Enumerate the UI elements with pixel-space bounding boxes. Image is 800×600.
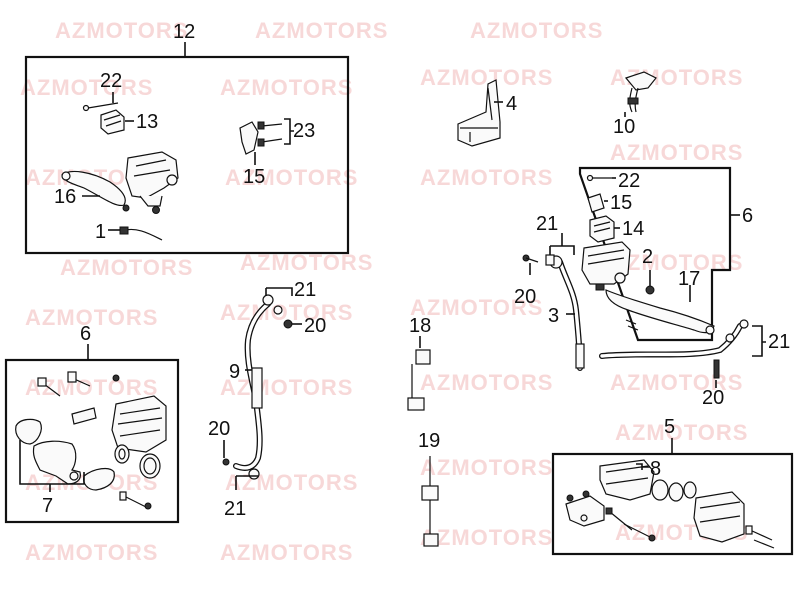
callout-17: 17 [678, 268, 700, 290]
callout-4: 4 [506, 93, 517, 115]
part-17-brake-lever [605, 289, 715, 335]
callout-16: 16 [54, 186, 76, 208]
callout-20: 20 [208, 418, 230, 440]
callout-21: 21 [768, 331, 790, 353]
part-caliper-body [693, 491, 745, 543]
part-caliper-pins [37, 371, 120, 397]
part-22-screw [586, 174, 612, 182]
watermark: AZMOTORS [610, 140, 743, 165]
callout-22: 22 [100, 70, 122, 92]
watermark: AZMOTORS [420, 165, 553, 190]
callout-6: 6 [742, 205, 753, 227]
callout-21: 21 [224, 498, 246, 520]
callout-6: 6 [80, 323, 91, 345]
part-18-banjo-bolt-set [407, 349, 431, 411]
callout-20: 20 [514, 286, 536, 308]
group-12-left-master-cylinder: 12 22 13 23 15 [24, 21, 350, 255]
callout-21: 21 [536, 213, 558, 235]
watermark: AZMOTORS [25, 540, 158, 565]
part-pad-set [651, 479, 697, 502]
part-16-brake-lever [61, 170, 126, 207]
part-23-bracket [239, 121, 283, 155]
callout-5: 5 [664, 416, 675, 438]
callout-18: 18 [409, 315, 431, 337]
part-caliper-bracket [565, 495, 605, 527]
watermark: AZMOTORS [20, 75, 153, 100]
part-15-bushing [587, 193, 605, 213]
part-3-brake-hose [522, 254, 585, 371]
callout-7: 7 [42, 495, 53, 517]
watermark: AZMOTORS [255, 18, 388, 43]
part-22-screw [82, 102, 119, 112]
callout-2: 2 [642, 246, 653, 268]
callout-15: 15 [243, 166, 265, 188]
part-brake-pad-1 [15, 418, 42, 445]
watermark: AZMOTORS [225, 470, 358, 495]
callout-9: 9 [229, 361, 240, 383]
group-6-frame [4, 358, 180, 524]
part-9-brake-hose [222, 294, 293, 480]
part-seal-ring [114, 444, 130, 464]
watermark: AZMOTORS [225, 165, 358, 190]
part-10-switch [624, 71, 657, 113]
part-master-cylinder-body [122, 151, 179, 214]
callout-3: 3 [548, 305, 559, 327]
watermark: AZMOTORS [420, 370, 553, 395]
watermark: AZMOTORS [220, 375, 353, 400]
part-brake-hose-right [599, 319, 749, 379]
callout-19: 19 [418, 430, 440, 452]
watermark: AZMOTORS [240, 250, 373, 275]
callout-8: 8 [650, 458, 661, 480]
watermark: AZMOTORS [220, 540, 353, 565]
watermark: AZMOTORS [25, 375, 158, 400]
callout-1: 1 [95, 221, 106, 243]
part-caliper-bolt [119, 491, 152, 510]
watermark: AZMOTORS [60, 255, 193, 280]
callout-13: 13 [136, 111, 158, 133]
group-6-right-master-cylinder: 6 22 15 14 2 [578, 166, 753, 342]
watermark: AZMOTORS [25, 305, 158, 330]
part-8-caliper-half [599, 459, 655, 501]
watermark: AZMOTORS [470, 18, 603, 43]
group-5-right-caliper: 5 8 [551, 416, 794, 556]
part-pad-spring [71, 407, 97, 425]
part-13-cap [100, 109, 125, 135]
part-19-banjo-bolt-set [421, 456, 439, 547]
callout-12: 12 [173, 21, 195, 43]
callout-20: 20 [702, 387, 724, 409]
part-1-switch [119, 226, 163, 241]
part-caliper-bracket [32, 440, 81, 485]
callout-15: 15 [610, 192, 632, 214]
watermark: AZMOTORS [615, 420, 748, 445]
part-caliper-pins [566, 490, 775, 549]
part-piston [139, 453, 161, 479]
watermark: AZMOTORS [610, 370, 743, 395]
watermark: AZMOTORS [410, 295, 543, 320]
group-12-frame [24, 55, 350, 255]
callout-23: 23 [293, 120, 315, 142]
part-14-cap [589, 215, 615, 243]
watermark: AZMOTORS [55, 18, 188, 43]
callout-10: 10 [613, 116, 635, 138]
part-2-nut [645, 285, 655, 295]
callout-21: 21 [294, 279, 316, 301]
watermark: AZMOTORS [420, 455, 553, 480]
watermark: AZMOTORS [420, 65, 553, 90]
callout-20: 20 [304, 315, 326, 337]
group-6-left-caliper: 6 [4, 323, 180, 524]
watermark: AZMOTORS [220, 75, 353, 100]
part-brake-pad-2 [83, 467, 115, 491]
callout-22: 22 [618, 170, 640, 192]
part-master-cylinder-body [581, 241, 631, 291]
part-caliper-body [111, 395, 167, 453]
callout-14: 14 [622, 218, 644, 240]
part-4-bracket [457, 79, 501, 147]
watermark: AZMOTORS [420, 525, 553, 550]
